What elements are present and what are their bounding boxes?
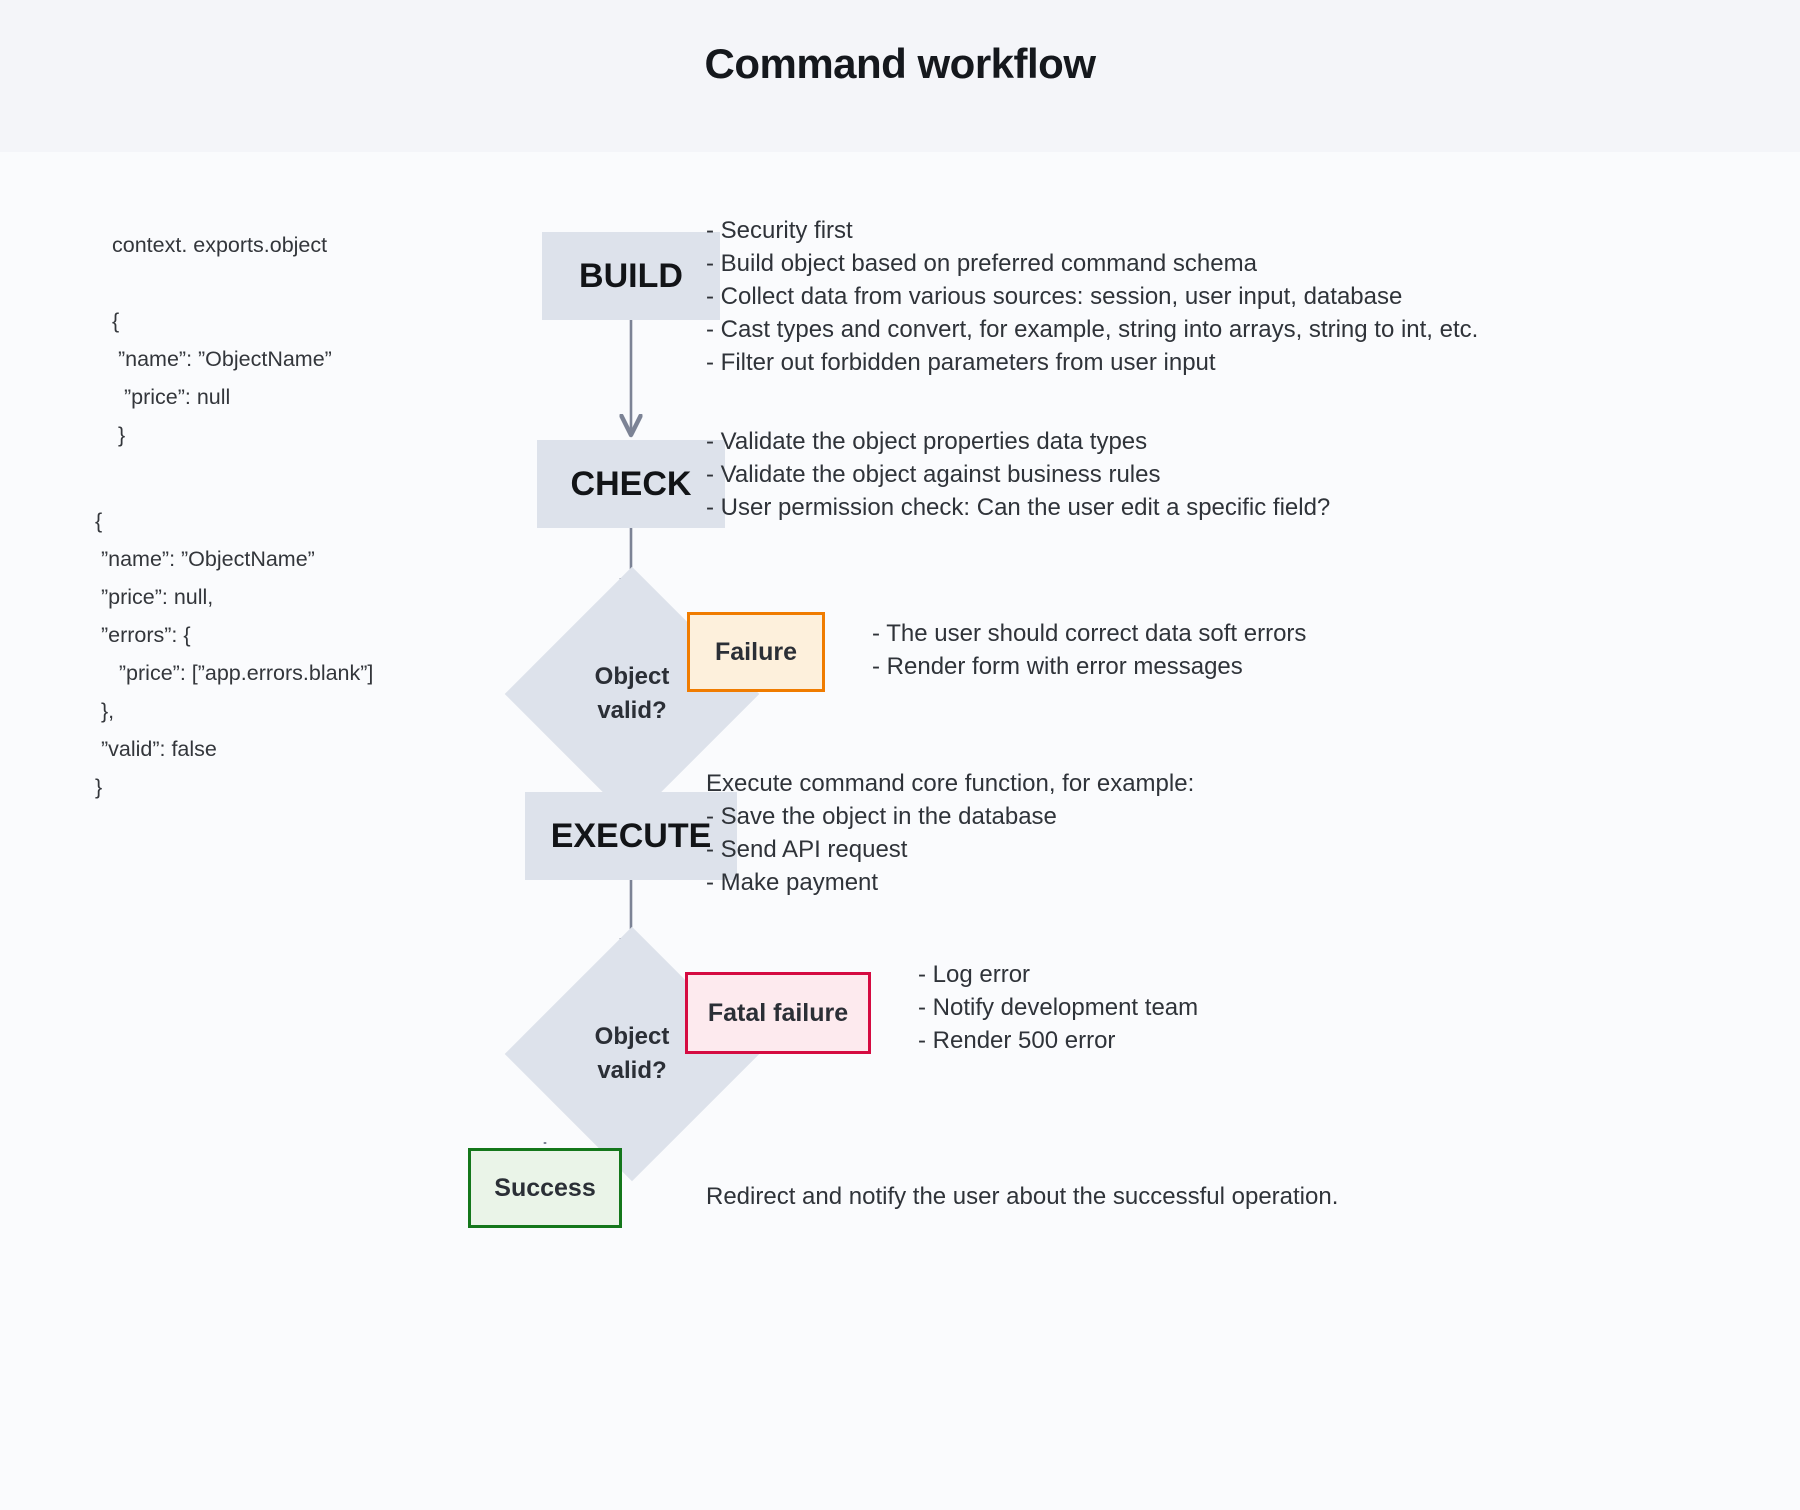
node-failure-label: Failure xyxy=(715,637,797,666)
node-decision-object-valid-2[interactable]: Object valid? xyxy=(504,926,760,1182)
annotation-build: - Security first - Build object based on… xyxy=(706,217,1479,376)
code-snippet-result: { ”name”: ”ObjectName” ”price”: null, ”e… xyxy=(95,509,374,799)
node-check-label: CHECK xyxy=(570,464,692,503)
node-decision-object-valid-1[interactable]: Object valid? xyxy=(504,566,760,822)
node-success[interactable]: Success xyxy=(468,1148,622,1228)
diagram-canvas: context. exports.object { ”name”: ”Objec… xyxy=(0,152,1800,1510)
decision-2-line-1: Object xyxy=(594,1023,670,1050)
node-check[interactable]: CHECK xyxy=(537,440,725,528)
decision-2-line-2: valid? xyxy=(597,1057,667,1084)
code-snippet-context: context. exports.object { ”name”: ”Objec… xyxy=(112,226,332,454)
node-execute-label: EXECUTE xyxy=(550,816,712,855)
decision-1-label: Object valid? xyxy=(542,604,722,784)
annotation-success: Redirect and notify the user about the s… xyxy=(706,1183,1339,1210)
code-context-json: { ”name”: ”ObjectName” ”price”: null } xyxy=(112,309,332,447)
annotation-check: - Validate the object properties data ty… xyxy=(706,428,1331,521)
node-success-label: Success xyxy=(494,1173,596,1202)
annotation-fatal-failure: - Log error - Notify development team - … xyxy=(918,961,1199,1054)
node-execute[interactable]: EXECUTE xyxy=(525,792,737,880)
node-fatal-failure[interactable]: Fatal failure xyxy=(685,972,871,1054)
code-context-label: context. exports.object xyxy=(112,233,328,257)
decision-1-line-2: valid? xyxy=(597,697,667,724)
decision-2-label: Object valid? xyxy=(542,964,722,1144)
node-build[interactable]: BUILD xyxy=(542,232,720,320)
page-title: Command workflow xyxy=(704,40,1096,87)
decision-1-line-1: Object xyxy=(594,663,670,690)
node-build-label: BUILD xyxy=(579,256,683,295)
annotation-failure: - The user should correct data soft erro… xyxy=(872,620,1307,680)
annotation-execute: Execute command core function, for examp… xyxy=(706,770,1195,896)
node-fatal-failure-label: Fatal failure xyxy=(707,998,849,1027)
node-failure[interactable]: Failure xyxy=(687,612,825,692)
